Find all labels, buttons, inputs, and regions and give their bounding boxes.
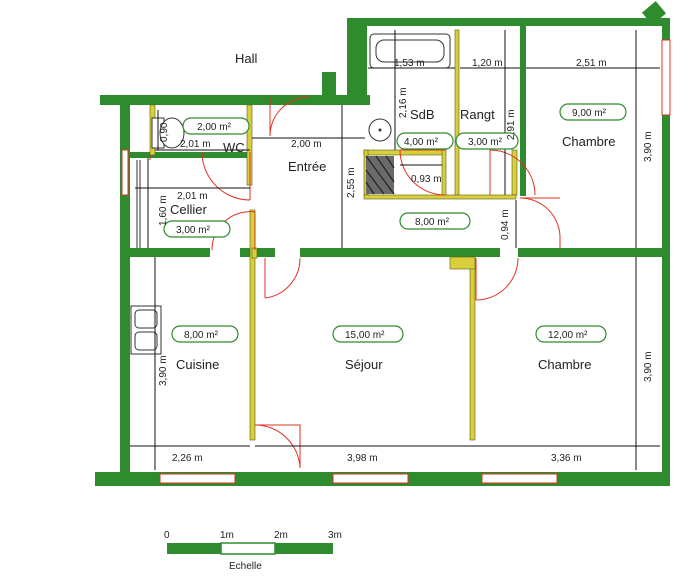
- washbasin-icon: [368, 118, 392, 142]
- dim-sdb-width: 1,53 m: [394, 58, 425, 69]
- room-name-rangt: Rangt: [460, 107, 495, 122]
- dim-sejour-width: 3,98 m: [347, 453, 378, 464]
- interior-walls: [130, 26, 668, 257]
- window-cuisine: [159, 473, 236, 484]
- dimension-lines: [130, 30, 660, 470]
- room-name-chambre1: Chambre: [562, 134, 615, 149]
- window-sejour: [332, 473, 409, 484]
- room-name-sdb: SdB: [410, 107, 435, 122]
- room-name-wc: WC: [223, 140, 245, 155]
- doors: [149, 96, 561, 469]
- exterior-walls: [95, 1, 670, 486]
- dim-cuisine-width: 2,26 m: [172, 453, 203, 464]
- scale-tick-3m: 3m: [328, 530, 342, 541]
- scale-bar: 0 1m 2m 3m Echelle: [164, 530, 342, 572]
- window-chambre2: [481, 473, 558, 484]
- dim-wc-width: 2,01 m: [180, 139, 211, 150]
- dim-chambre2-height: 3,90 m: [643, 351, 654, 382]
- scale-label: Echelle: [229, 561, 262, 572]
- dim-cellier-width: 2,01 m: [177, 191, 208, 202]
- dim-chambre1-width: 2,51 m: [576, 58, 607, 69]
- area-cuisine: 8,00 m²: [184, 330, 219, 341]
- room-name-sejour: Séjour: [345, 357, 383, 372]
- windows: [121, 39, 671, 484]
- room-name-cellier: Cellier: [170, 202, 208, 217]
- dim-rangt-width: 1,20 m: [472, 58, 503, 69]
- shelves-icon: [136, 160, 141, 248]
- dim-entree-height: 2,55 m: [346, 167, 357, 198]
- area-wc: 2,00 m²: [197, 122, 232, 133]
- dim-passage-width: 0,94 m: [500, 209, 511, 240]
- dim-chambre2-width: 3,36 m: [551, 453, 582, 464]
- dim-closet-width: 0,93 m: [411, 174, 442, 185]
- window-cellier: [121, 149, 129, 196]
- area-rangt: 3,00 m²: [468, 137, 503, 148]
- area-degagement: 8,00 m²: [415, 217, 450, 228]
- sink-icon: [130, 305, 162, 355]
- area-chambre1: 9,00 m²: [572, 108, 607, 119]
- dim-cuisine-height: 3,90 m: [158, 355, 169, 386]
- scale-tick-1m: 1m: [220, 530, 234, 541]
- area-pills: [163, 103, 627, 343]
- room-name-cuisine: Cuisine: [176, 357, 219, 372]
- scale-tick-2m: 2m: [274, 530, 288, 541]
- area-sejour: 15,00 m²: [345, 330, 385, 341]
- hall-label: Hall: [235, 51, 258, 66]
- area-chambre2: 12,00 m²: [548, 330, 588, 341]
- scale-tick-0: 0: [164, 530, 170, 541]
- dim-cellier-height: 1,60 m: [158, 195, 169, 226]
- dim-sdb-height: 2,16 m: [398, 87, 409, 118]
- dim-rangt-height: 2,91 m: [506, 109, 517, 140]
- shower-icon: [365, 155, 395, 195]
- dim-entree-width: 2,00 m: [291, 139, 322, 150]
- area-cellier: 3,00 m²: [176, 225, 211, 236]
- room-name-chambre2: Chambre: [538, 357, 591, 372]
- dim-wc-height: 0,90: [159, 122, 170, 142]
- window-chambre1: [661, 39, 671, 116]
- room-name-entree: Entrée: [288, 159, 326, 174]
- dim-chambre1-height: 3,90 m: [643, 131, 654, 162]
- area-sdb: 4,00 m²: [404, 137, 439, 148]
